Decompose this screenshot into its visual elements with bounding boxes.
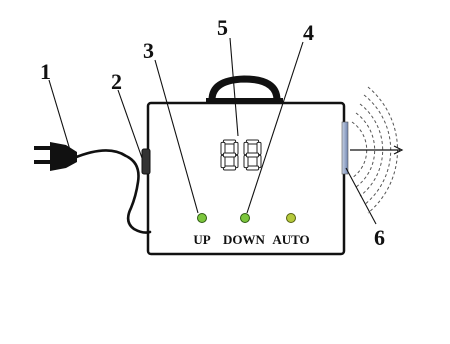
carry-handle [208, 75, 281, 104]
callout-1: 1 [40, 59, 51, 84]
callout-5: 5 [217, 15, 228, 40]
button-label-up: UP [193, 232, 210, 247]
callout-2: 2 [111, 69, 122, 94]
button-label-down: DOWN [223, 232, 266, 247]
callout-6: 6 [374, 225, 385, 250]
power-jack [141, 148, 151, 175]
power-cord [72, 149, 152, 234]
led-down [240, 213, 250, 223]
led-up [197, 213, 207, 223]
sensor-emitter [341, 121, 349, 175]
segment-1-g [222, 152, 237, 158]
callout-4: 4 [303, 20, 314, 45]
segment-2-g [245, 152, 260, 158]
segment-display [220, 139, 262, 171]
led-auto [286, 213, 296, 223]
leader-lines [48, 37, 377, 225]
handle-base [206, 98, 283, 104]
power-plug [34, 142, 77, 171]
wave-arrow [350, 145, 404, 155]
callout-3: 3 [143, 38, 154, 63]
button-label-auto: AUTO [272, 232, 309, 247]
